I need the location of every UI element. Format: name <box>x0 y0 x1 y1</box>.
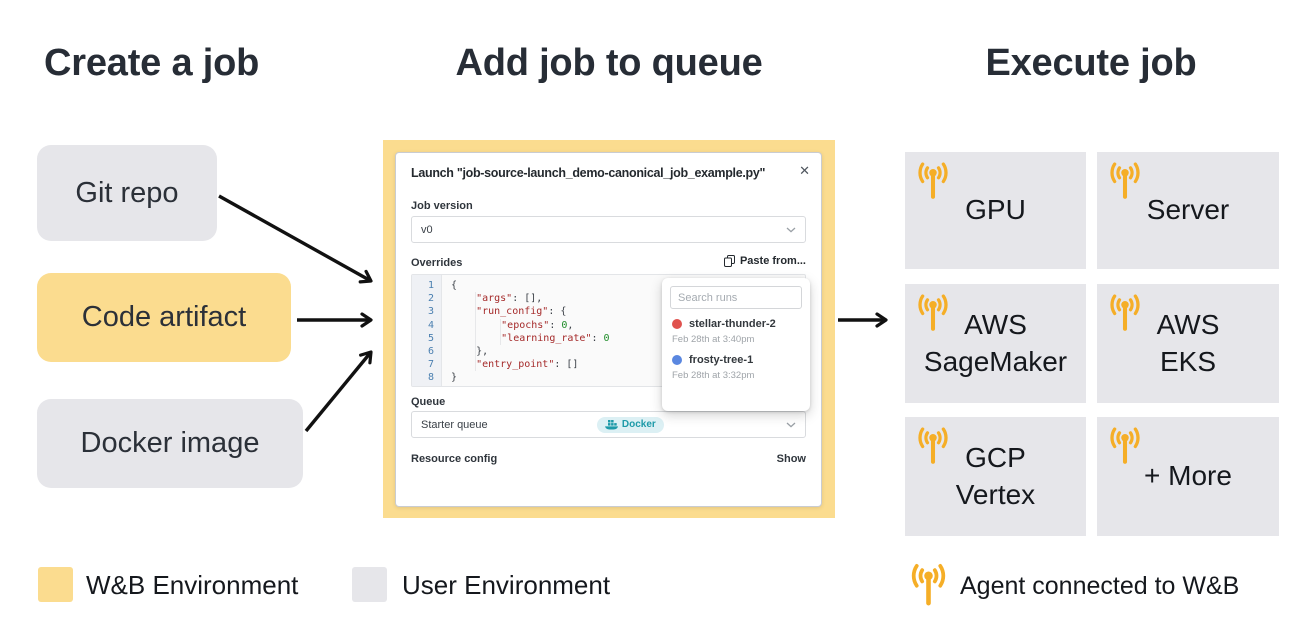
agent-antenna-icon <box>908 561 949 607</box>
execute-box-server: Server <box>1097 152 1279 269</box>
execute-box-label: Server <box>1146 194 1230 226</box>
execute-box-label: GPU <box>965 194 1026 226</box>
close-icon[interactable]: ✕ <box>799 163 810 178</box>
run-list-item[interactable]: frosty-tree-1 <box>662 354 810 366</box>
job-version-value: v0 <box>421 223 433 236</box>
launch-dialog: Launch "job-source-launch_demo-canonical… <box>395 152 822 507</box>
chevron-down-icon <box>786 227 796 232</box>
agent-antenna-icon <box>915 292 951 332</box>
agent-antenna-icon <box>915 425 951 465</box>
heading-create-job: Create a job <box>44 42 260 84</box>
arrow-git-to-dialog <box>218 194 373 284</box>
paste-from-button[interactable]: Paste from... <box>723 255 806 267</box>
execute-box-aws-eks: AWS EKS <box>1097 284 1279 403</box>
source-box-code-artifact: Code artifact <box>37 273 291 362</box>
run-color-dot <box>672 319 682 329</box>
legend-wandb-swatch <box>38 567 73 602</box>
queue-select[interactable]: Starter queue Docker <box>411 411 806 438</box>
legend-agent-label: Agent connected to W&B <box>960 572 1240 600</box>
heading-execute-job: Execute job <box>985 42 1197 84</box>
execute-box-gcp-vertex: GCP Vertex <box>905 417 1086 536</box>
source-box-label: Code artifact <box>81 301 247 333</box>
source-box-git-repo: Git repo <box>37 145 217 241</box>
run-timestamp: Feb 28th at 3:32pm <box>672 370 755 381</box>
job-version-label: Job version <box>411 200 473 212</box>
execute-box-aws-sagemaker: AWS SageMaker <box>905 284 1086 403</box>
agent-antenna-icon <box>1107 425 1143 465</box>
chevron-down-icon <box>786 422 796 427</box>
run-timestamp: Feb 28th at 3:40pm <box>672 334 755 345</box>
job-version-select[interactable]: v0 <box>411 216 806 243</box>
execute-box-more: + More <box>1097 417 1279 536</box>
launch-dialog-title: Launch "job-source-launch_demo-canonical… <box>411 166 766 180</box>
overrides-label: Overrides <box>411 257 463 269</box>
execute-box-label: Vertex <box>955 478 1036 510</box>
docker-badge-label: Docker <box>621 418 656 430</box>
show-resource-config-button[interactable]: Show <box>776 453 806 465</box>
source-box-label: Git repo <box>75 176 179 209</box>
agent-antenna-icon <box>915 160 951 200</box>
execute-box-label: AWS <box>1156 309 1220 341</box>
copy-icon <box>723 255 735 267</box>
execute-box-label: GCP <box>965 442 1026 474</box>
execute-box-label: EKS <box>1159 345 1217 377</box>
source-box-docker-image: Docker image <box>37 399 303 488</box>
run-list-item[interactable]: stellar-thunder-2 <box>662 318 810 330</box>
legend-wandb-label: W&B Environment <box>86 570 299 600</box>
resource-config-label: Resource config <box>411 453 498 465</box>
execute-box-label: SageMaker <box>923 345 1068 377</box>
wandb-environment-frame: Launch "job-source-launch_demo-canonical… <box>383 140 835 518</box>
agent-antenna-icon <box>1107 160 1143 200</box>
source-box-label: Docker image <box>80 427 260 459</box>
run-color-dot <box>672 355 682 365</box>
queue-label: Queue <box>411 396 446 408</box>
docker-whale-icon <box>604 419 618 429</box>
agent-antenna-icon <box>1107 292 1143 332</box>
legend-user-swatch <box>352 567 387 602</box>
code-lines: {"args": [],"run_config": {"epochs": 0,"… <box>451 280 610 384</box>
run-name: frosty-tree-1 <box>689 354 754 366</box>
execute-box-label: + More <box>1144 460 1232 492</box>
execute-box-gpu: GPU <box>905 152 1086 269</box>
runs-popup: stellar-thunder-2 Feb 28th at 3:40pm fro… <box>662 278 810 411</box>
heading-add-job-to-queue: Add job to queue <box>455 42 763 84</box>
arrow-docker-to-dialog <box>304 350 373 433</box>
paste-from-label: Paste from... <box>739 255 806 267</box>
queue-value: Starter queue <box>421 418 488 431</box>
run-name: stellar-thunder-2 <box>689 318 776 330</box>
search-runs-input[interactable] <box>670 286 802 309</box>
legend-user-label: User Environment <box>402 570 611 600</box>
execute-box-label: AWS <box>964 309 1027 341</box>
docker-badge: Docker <box>596 416 664 433</box>
